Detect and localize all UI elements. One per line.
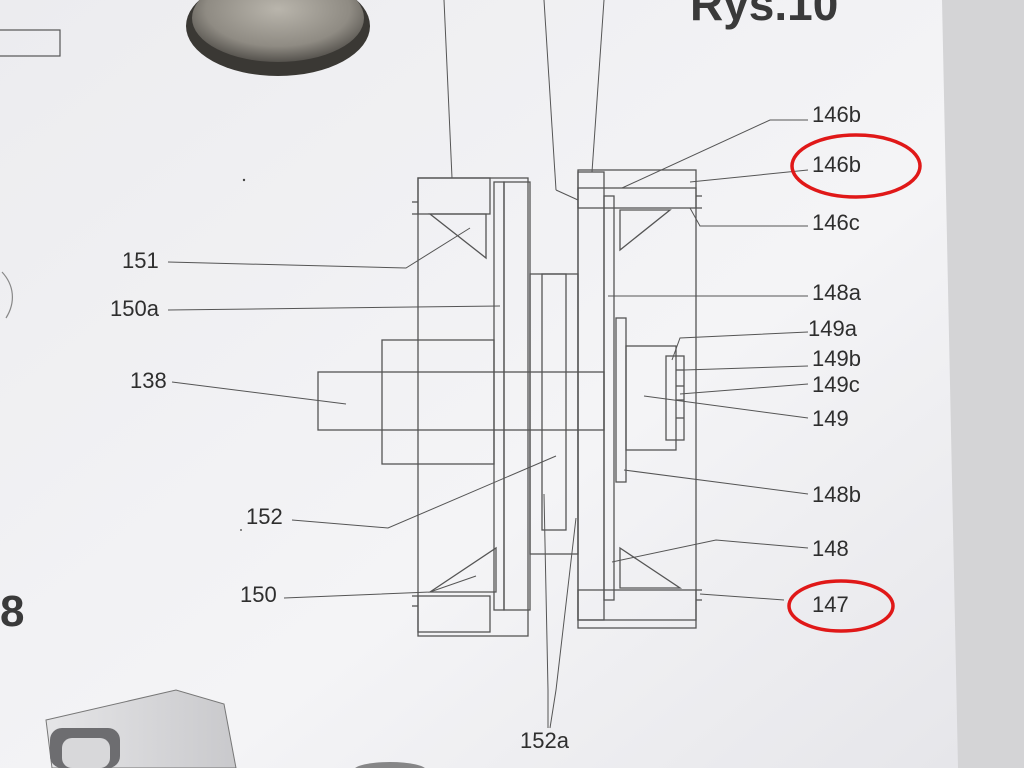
page-heading: Rys.10 <box>690 0 838 30</box>
label-138: 138 <box>130 368 167 393</box>
label-146b: 146b <box>812 152 861 177</box>
label-146b-top: 146b <box>812 102 861 127</box>
label-151: 151 <box>122 248 159 273</box>
paper-sheet <box>0 0 958 768</box>
metal-container <box>186 0 370 76</box>
label-149a: 149a <box>808 316 858 341</box>
label-150a: 150a <box>110 296 160 321</box>
label-150: 150 <box>240 582 277 607</box>
label-149: 149 <box>812 406 849 431</box>
highlight-ring-146b <box>790 133 922 199</box>
label-146c: 146c <box>812 210 860 235</box>
header-box <box>0 29 61 57</box>
label-147: 147 <box>812 592 849 617</box>
figure-number: 8 <box>0 587 24 636</box>
label-148b: 148b <box>812 482 861 507</box>
label-148a: 148a <box>812 280 862 305</box>
assembly-drawing <box>317 0 702 637</box>
white-device <box>45 689 237 768</box>
leader-lines <box>167 119 809 729</box>
highlight-ring-147 <box>787 579 895 633</box>
label-148: 148 <box>812 536 849 561</box>
edge-drawing <box>1 271 13 319</box>
label-149b: 149b <box>812 346 861 371</box>
label-149c: 149c <box>812 372 860 397</box>
label-152a: 152a <box>520 728 570 753</box>
label-152: 152 <box>246 504 283 529</box>
